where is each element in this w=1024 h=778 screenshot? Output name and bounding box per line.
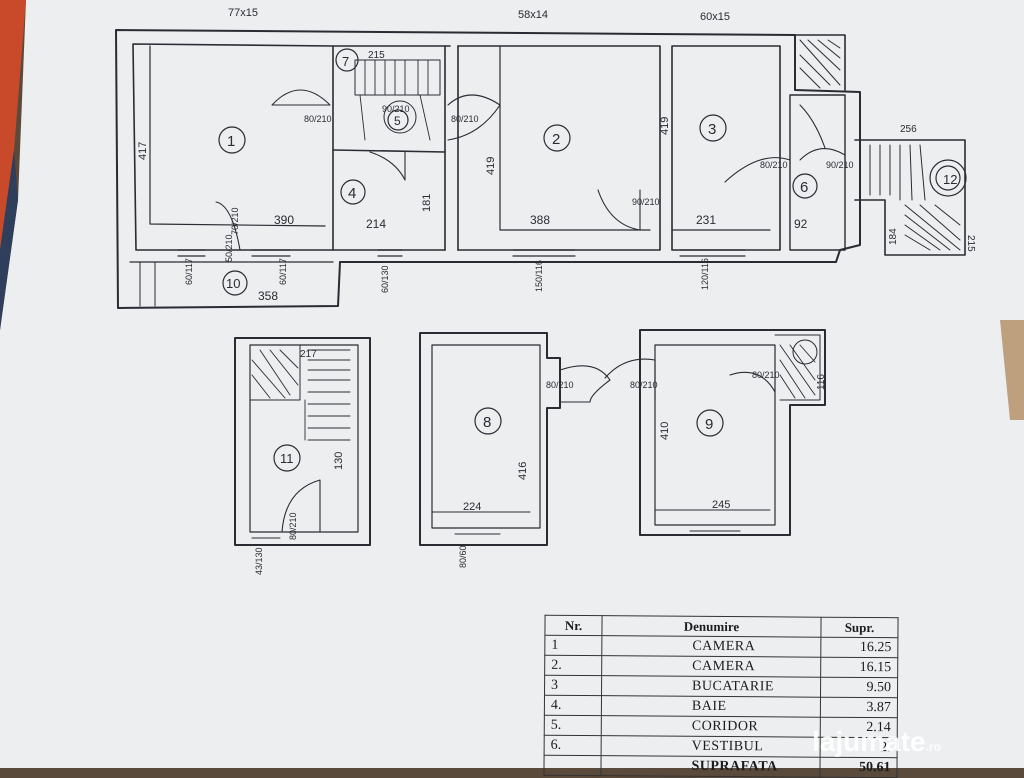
- dimension-label: 416: [517, 462, 529, 480]
- door-label: 80/210: [546, 380, 574, 390]
- window-label: 50/210: [224, 234, 234, 262]
- window-label: 43/130: [254, 547, 264, 575]
- legend-name: VESTIBUL: [601, 735, 821, 758]
- dimension-label: 390: [274, 213, 294, 227]
- door-label: 80/210: [451, 114, 479, 124]
- dimension-label: 388: [530, 213, 550, 227]
- legend-name: CAMERA: [601, 655, 821, 678]
- door-label: 90/210: [632, 197, 660, 207]
- room-number: 9: [705, 416, 713, 433]
- legend-header-row: Nr. Denumire Supr.: [544, 615, 899, 638]
- room-number: 1: [227, 133, 235, 150]
- legend-area: 16.15: [820, 657, 898, 678]
- dimension-label: 245: [712, 499, 730, 511]
- legend-nr: [543, 755, 602, 776]
- dimension-label: 92: [794, 217, 808, 231]
- table-row: SUPRAFATA 50.61: [543, 755, 898, 778]
- legend-name: CORIDOR: [601, 715, 821, 738]
- legend-name: BUCATARIE: [601, 675, 821, 698]
- window-label: 120/116: [700, 258, 710, 290]
- dimension-label: 256: [900, 124, 917, 135]
- door-label: 80/210: [630, 380, 658, 390]
- legend-nr: 5.: [544, 715, 602, 736]
- door-label: 80/210: [752, 370, 780, 380]
- room-number: 12: [943, 172, 957, 187]
- legend-nr: 6.: [544, 735, 602, 756]
- dimension-label: 215: [368, 50, 385, 61]
- watermark-logo: lajumate.ro: [812, 726, 941, 758]
- dimension-label: 77x15: [228, 7, 258, 19]
- legend-nr: 1: [544, 635, 602, 656]
- dimension-label: 217: [300, 349, 317, 360]
- watermark-tld: .ro: [925, 740, 941, 754]
- room-number: 6: [800, 179, 808, 196]
- legend-area: 3.87: [820, 697, 898, 718]
- dimension-label: 410: [659, 422, 671, 440]
- dimension-label: 419: [659, 117, 671, 135]
- door-label: 90/210: [382, 104, 410, 114]
- dimension-label: 130: [333, 452, 345, 470]
- room-number: 4: [348, 185, 356, 202]
- legend-header-supr: Supr.: [820, 617, 899, 638]
- room-number: 2: [552, 131, 560, 148]
- room-number: 8: [483, 414, 491, 431]
- door-label: 80/210: [288, 512, 298, 540]
- table-row: 1 CAMERA 16.25: [544, 635, 898, 658]
- window-label: 60/117: [184, 258, 194, 285]
- dimension-label: 419: [485, 157, 497, 175]
- room-number: 5: [394, 114, 401, 128]
- dimension-label: 215: [965, 235, 976, 252]
- legend-header-nr: Nr.: [544, 615, 603, 636]
- legend-area: 16.25: [820, 637, 898, 658]
- watermark-brand: lajumate: [812, 726, 926, 757]
- dimension-label: 58x14: [518, 9, 548, 21]
- door-label: 70/210: [230, 207, 240, 235]
- legend-total-area: 50.61: [819, 757, 898, 778]
- door-label: 80/210: [760, 160, 788, 170]
- table-row: 4. BAIE 3.87: [544, 695, 898, 718]
- legend-area: 9.50: [820, 677, 898, 698]
- dimension-label: 214: [366, 217, 386, 231]
- dimension-label: 231: [696, 213, 716, 227]
- dimension-label: 184: [888, 228, 899, 245]
- legend-name: BAIE: [601, 695, 821, 718]
- room-number: 7: [342, 54, 349, 69]
- legend-nr: 4.: [544, 695, 602, 716]
- table-row: 3 BUCATARIE 9.50: [544, 675, 898, 698]
- dimension-label: 181: [421, 194, 433, 212]
- room-number: 3: [708, 121, 716, 138]
- window-label: 60/117: [278, 258, 288, 285]
- door-label: 80/60: [458, 545, 468, 568]
- window-label: 150/116: [534, 260, 544, 292]
- legend-header-name: Denumire: [601, 615, 822, 638]
- dimension-label: 116: [816, 374, 827, 390]
- dimension-label: 60x15: [700, 11, 730, 23]
- room-number: 10: [226, 276, 240, 291]
- legend-nr: 2.: [544, 655, 602, 676]
- door-label: 90/210: [826, 160, 854, 170]
- dimension-label: 417: [137, 142, 149, 160]
- legend-nr: 3: [544, 675, 602, 696]
- dimension-label: 224: [463, 501, 481, 513]
- legend-name: CAMERA: [601, 635, 821, 658]
- legend-total-label: SUPRAFATA: [600, 755, 821, 778]
- room-number: 11: [280, 451, 294, 466]
- table-row: 2. CAMERA 16.15: [544, 655, 898, 678]
- window-label: 60/130: [380, 265, 390, 293]
- dimension-label: 358: [258, 289, 278, 303]
- door-label: 80/210: [304, 114, 332, 124]
